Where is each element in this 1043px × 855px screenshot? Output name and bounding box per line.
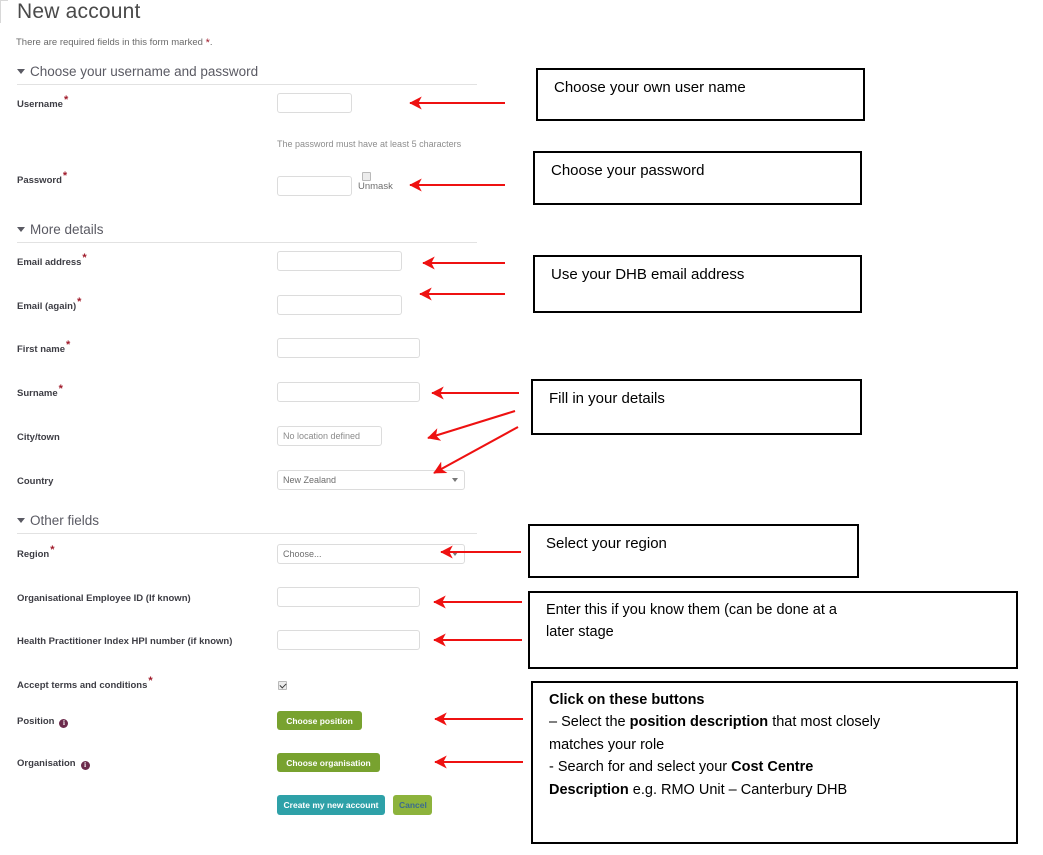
label-accept-terms: Accept terms and conditions*	[17, 676, 153, 692]
section-label: More details	[30, 222, 104, 237]
label-email-text: Email address	[17, 257, 82, 268]
label-password: Password*	[17, 171, 67, 187]
required-asterisk-icon: *	[62, 170, 68, 182]
label-email-again: Email (again)*	[17, 297, 81, 313]
surname-input[interactable]	[277, 382, 420, 402]
label-email-address: Email address*	[17, 253, 87, 269]
document-frame-corner	[0, 0, 8, 23]
required-asterisk-icon: *	[82, 252, 87, 264]
label-region: Region*	[17, 545, 54, 561]
chevron-down-icon	[452, 478, 458, 482]
chevron-down-icon	[17, 227, 25, 232]
chevron-down-icon	[452, 552, 458, 556]
section-header-other-fields[interactable]: Other fields	[17, 513, 477, 534]
email-input[interactable]	[277, 251, 402, 271]
required-asterisk-icon: *	[205, 37, 210, 49]
label-country: Country	[17, 476, 54, 487]
callout-buttons-line4: - Search for and select your Cost Centre	[549, 759, 814, 776]
hpi-number-input[interactable]	[277, 630, 420, 650]
callout-username: Choose your own user name	[536, 68, 865, 121]
label-surname: Surname*	[17, 384, 63, 400]
section-header-username-password[interactable]: Choose your username and password	[17, 64, 477, 85]
callout-optional-fields: Enter this if you know them (can be done…	[528, 591, 1018, 669]
chevron-down-icon	[17, 518, 25, 523]
choose-organisation-button[interactable]: Choose organisation	[277, 753, 380, 772]
page-title: New account	[17, 0, 141, 23]
section-label: Choose your username and password	[30, 64, 259, 79]
label-first-name: First name*	[17, 340, 70, 356]
required-note-suffix: .	[209, 37, 213, 48]
required-asterisk-icon: *	[50, 544, 55, 556]
label-password-text: Password	[17, 175, 62, 186]
callout-details: Fill in your details	[531, 379, 862, 435]
password-input[interactable]	[277, 176, 352, 196]
required-asterisk-icon: *	[63, 94, 69, 106]
region-select-value: Choose...	[283, 549, 322, 559]
password-hint: The password must have at least 5 charac…	[277, 139, 462, 149]
required-asterisk-icon: *	[66, 339, 71, 351]
required-note-text: There are required fields in this form m…	[16, 37, 206, 48]
label-position-text: Position	[17, 716, 55, 727]
label-username-text: Username	[17, 99, 63, 110]
callout-optional-line1: Enter this if you know them (can be done…	[546, 602, 837, 618]
callout-buttons-line5: Description e.g. RMO Unit – Canterbury D…	[549, 781, 848, 798]
info-icon[interactable]: i	[80, 761, 90, 770]
label-first-name-text: First name	[17, 344, 66, 355]
section-header-more-details[interactable]: More details	[17, 222, 477, 243]
callout-buttons-line2: – Select the position description that m…	[549, 714, 881, 731]
info-icon[interactable]: i	[59, 719, 69, 728]
label-hpi-number: Health Practitioner Index HPI number (if…	[17, 636, 233, 647]
callout-buttons-line3: matches your role	[549, 736, 665, 753]
section-label: Other fields	[30, 513, 100, 528]
label-accept-terms-text: Accept terms and conditions	[17, 680, 148, 691]
choose-position-button[interactable]: Choose position	[277, 711, 362, 730]
label-position: Position i	[17, 716, 69, 728]
required-asterisk-icon: *	[77, 296, 82, 308]
unmask-label: Unmask	[358, 181, 393, 192]
username-input[interactable]	[277, 93, 352, 113]
label-surname-text: Surname	[17, 388, 58, 399]
country-select[interactable]: New Zealand	[277, 470, 465, 490]
callout-optional-line2: later stage	[546, 624, 614, 641]
required-asterisk-icon: *	[148, 675, 153, 687]
callout-region: Select your region	[528, 524, 859, 578]
label-email-again-text: Email (again)	[17, 301, 77, 312]
email-again-input[interactable]	[277, 295, 402, 315]
label-organisation-text: Organisation	[17, 758, 76, 769]
label-organisation: Organisation i	[17, 758, 90, 770]
create-account-button[interactable]: Create my new account	[277, 795, 385, 815]
city-town-input[interactable]	[277, 426, 382, 446]
callout-password: Choose your password	[533, 151, 862, 205]
required-asterisk-icon: *	[58, 383, 63, 395]
label-region-text: Region	[17, 549, 50, 560]
label-city-town: City/town	[17, 432, 60, 443]
employee-id-input[interactable]	[277, 587, 420, 607]
chevron-down-icon	[17, 69, 25, 74]
cancel-button[interactable]: Cancel	[393, 795, 432, 815]
callout-email: Use your DHB email address	[533, 255, 862, 313]
callout-buttons-line1: Click on these buttons	[549, 692, 705, 708]
required-fields-note: There are required fields in this form m…	[16, 37, 213, 49]
callout-buttons: Click on these buttons – Select the posi…	[531, 681, 1018, 844]
new-account-form: New account There are required fields in…	[0, 0, 520, 855]
label-username: Username*	[17, 95, 68, 111]
country-select-value: New Zealand	[283, 475, 337, 485]
accept-terms-checkbox[interactable]	[278, 681, 287, 690]
region-select[interactable]: Choose...	[277, 544, 465, 564]
label-employee-id: Organisational Employee ID (If known)	[17, 593, 191, 604]
unmask-checkbox[interactable]	[362, 172, 371, 181]
first-name-input[interactable]	[277, 338, 420, 358]
